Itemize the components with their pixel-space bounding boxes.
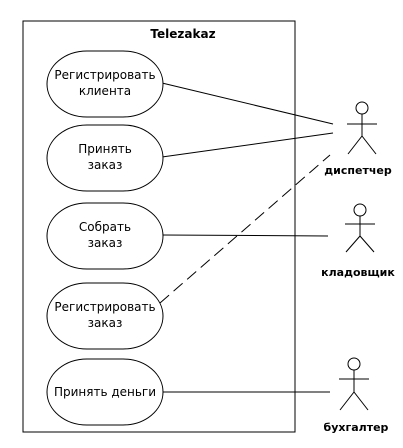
actor-storekeeper[interactable]: кладовщик (321, 203, 395, 279)
actor-label: кладовщик (321, 266, 395, 279)
use-case-label-line2: заказ (88, 236, 123, 250)
actor-accountant[interactable]: бухгалтер (324, 357, 389, 434)
stick-figure-icon (345, 203, 375, 253)
use-case-label-line2: заказ (88, 158, 123, 172)
use-case-assemble-order[interactable]: Собрать заказ (46, 202, 164, 270)
association-accept-order-dispatcher (161, 132, 334, 158)
use-case-register-order[interactable]: Регистрировать заказ (46, 282, 164, 350)
use-case-label-line1: Принять (78, 142, 132, 156)
actor-dispatcher[interactable]: диспетчер (324, 101, 392, 177)
association-assemble-order-storekeeper (161, 234, 329, 237)
use-case-accept-money[interactable]: Принять деньги (46, 358, 164, 426)
use-case-label-line1: Собрать (79, 220, 131, 234)
association-register-order-dispatcher-dashed (159, 154, 331, 304)
stick-figure-icon (347, 101, 377, 155)
use-case-accept-order[interactable]: Принять заказ (46, 124, 164, 192)
use-case-label-line1: Регистрировать (54, 300, 155, 314)
actor-label: диспетчер (324, 164, 392, 177)
use-case-register-client[interactable]: Регистрировать клиента (46, 50, 164, 118)
use-case-label-line2: клиента (79, 84, 131, 98)
actor-label: бухгалтер (324, 421, 389, 434)
stick-figure-icon (339, 357, 369, 411)
use-case-label-line1: Принять деньги (54, 385, 156, 399)
use-case-label-line1: Регистрировать (54, 68, 155, 82)
association-register-client-dispatcher (161, 82, 334, 125)
system-title: Telezakaz (150, 27, 215, 41)
system-boundary (22, 20, 296, 433)
use-case-label-line2: заказ (88, 316, 123, 330)
